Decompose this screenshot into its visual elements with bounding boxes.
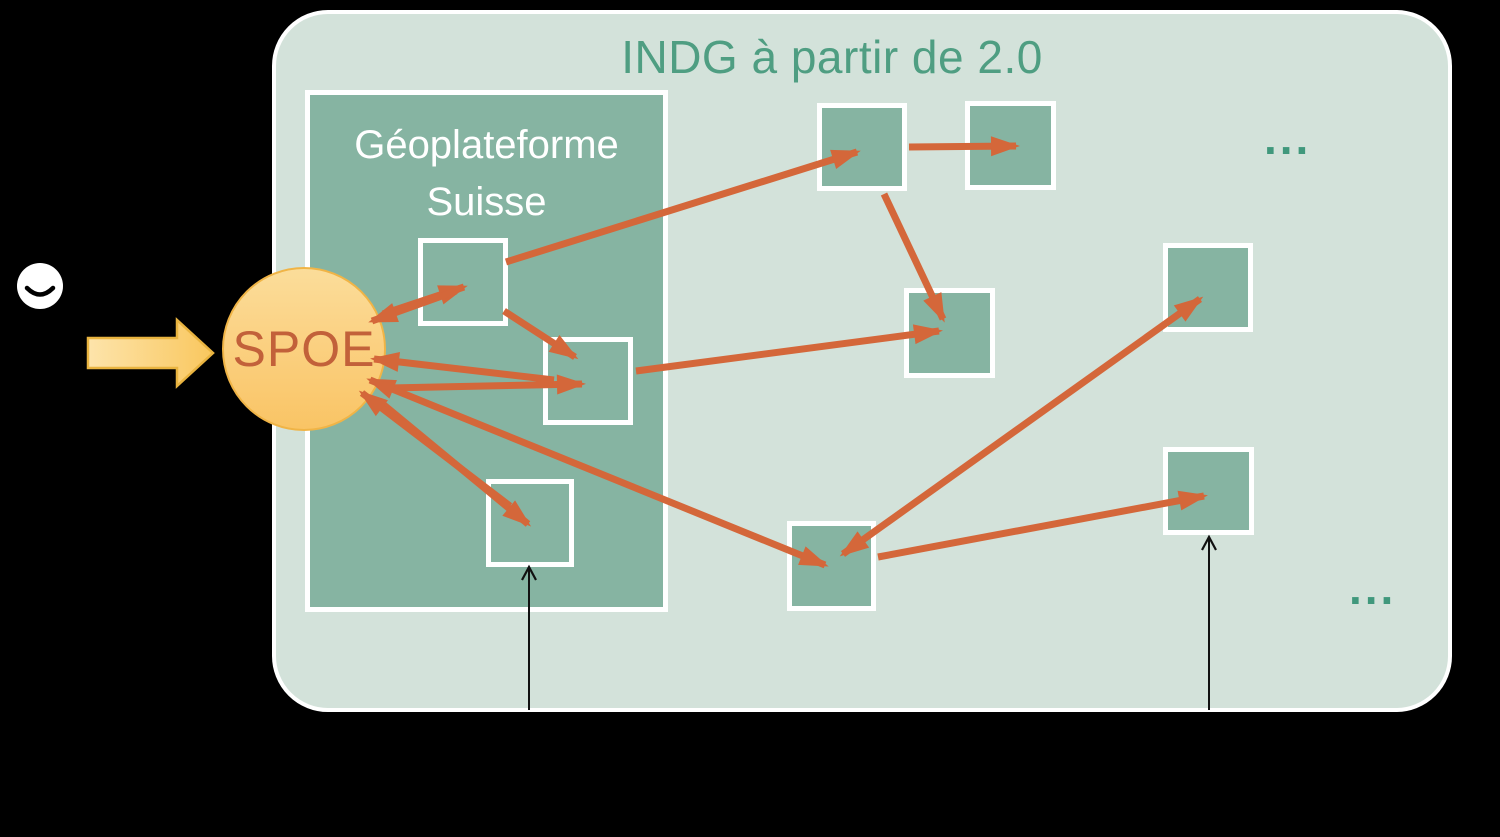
spoe-label: SPOE xyxy=(232,321,376,377)
big-yellow-arrow xyxy=(86,317,215,389)
node-indg-square-f xyxy=(787,521,876,611)
geoplateforme-label: Géoplateforme Suisse xyxy=(310,117,663,231)
panel-title: INDG à partir de 2.0 xyxy=(621,31,1043,83)
node-indg-square-e xyxy=(1163,447,1254,535)
node-gp-square-1 xyxy=(418,238,508,326)
node-indg-square-a xyxy=(817,103,907,191)
node-gp-square-3 xyxy=(486,479,574,567)
node-indg-square-b xyxy=(965,101,1056,190)
geoplateforme-label-line2: Suisse xyxy=(426,180,547,224)
node-gp-square-2 xyxy=(543,337,633,425)
spoe-circle: SPOE xyxy=(222,267,386,431)
smiley-icon xyxy=(17,263,63,309)
node-indg-square-d xyxy=(1163,243,1253,332)
geoplateforme-label-line1: Géoplateforme xyxy=(354,123,619,167)
node-indg-square-c xyxy=(904,288,995,378)
